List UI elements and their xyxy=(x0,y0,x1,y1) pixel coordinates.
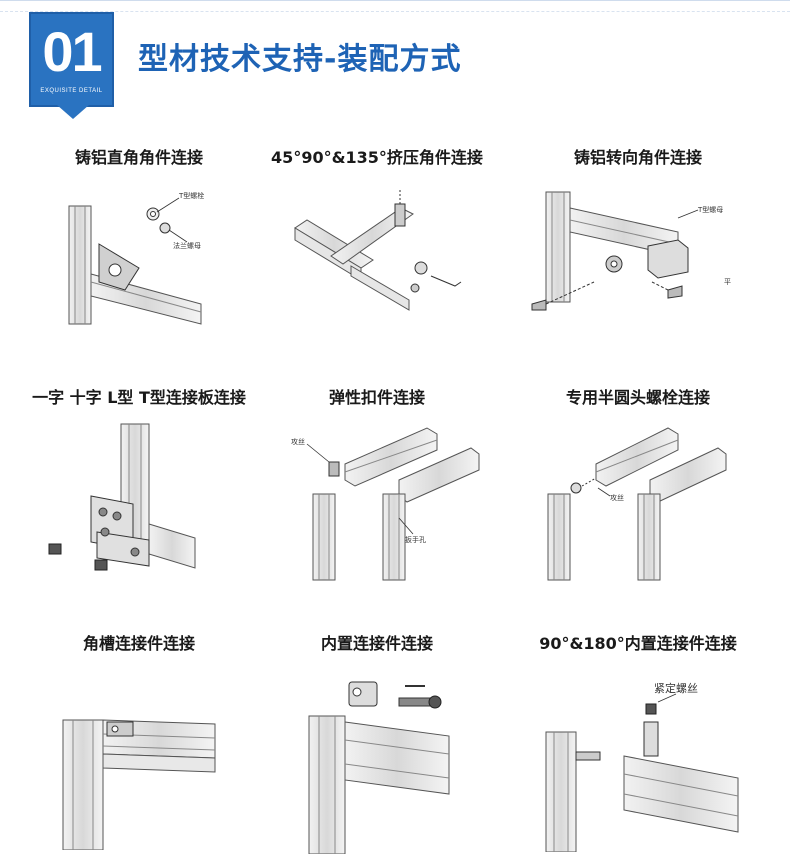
method-caption: 专用半圆头螺栓连接 xyxy=(565,388,710,407)
label-t-bolt: T型螺栓 xyxy=(178,191,204,200)
label-t-nut: T型螺母 xyxy=(697,205,723,214)
label-flat: 平 xyxy=(724,278,731,286)
label-flange-nut: 法兰螺母 xyxy=(173,241,201,250)
badge-number: 01 xyxy=(42,20,102,83)
connecting-plate-figure xyxy=(48,423,196,571)
internal-connector-figure xyxy=(308,681,450,854)
badge-subtitle: EXQUISITE DETAIL xyxy=(40,88,103,94)
method-caption: 铸铝直角角件连接 xyxy=(74,148,203,167)
method-caption: 90°&180°内置连接件连接 xyxy=(539,634,737,653)
method-caption: 内置连接件连接 xyxy=(320,634,433,653)
corner-slot-figure xyxy=(62,719,216,850)
top-divider xyxy=(0,0,790,13)
cast-turn-angle-figure: T型螺母 平 xyxy=(531,191,731,311)
label-wrench-hole: 扳手孔 xyxy=(405,535,426,544)
label-set-screw: 紧定螺丝 xyxy=(654,682,698,695)
cast-right-angle-figure: T型螺栓 法兰螺母 xyxy=(68,191,204,325)
label-tapping: 攻丝 xyxy=(610,493,624,502)
extruded-angle-figure xyxy=(294,190,462,311)
half-round-bolt-figure: 攻丝 xyxy=(547,427,727,581)
method-caption: 45°90°&135°挤压角件连接 xyxy=(271,148,483,167)
method-caption: 一字 十字 L型 T型连接板连接 xyxy=(32,388,246,407)
label-tapping: 攻丝 xyxy=(291,437,305,446)
section-number-badge: 01 EXQUISITE DETAIL xyxy=(29,12,114,119)
internal-90-180-figure: 紧定螺丝 xyxy=(545,682,739,852)
page-title: 型材技术支持-装配方式 xyxy=(138,42,462,77)
method-caption: 铸铝转向角件连接 xyxy=(573,148,702,167)
method-caption: 角槽连接件连接 xyxy=(82,634,195,653)
elastic-fastener-figure: 攻丝 扳手孔 xyxy=(291,427,480,581)
method-caption: 弹性扣件连接 xyxy=(328,388,425,407)
